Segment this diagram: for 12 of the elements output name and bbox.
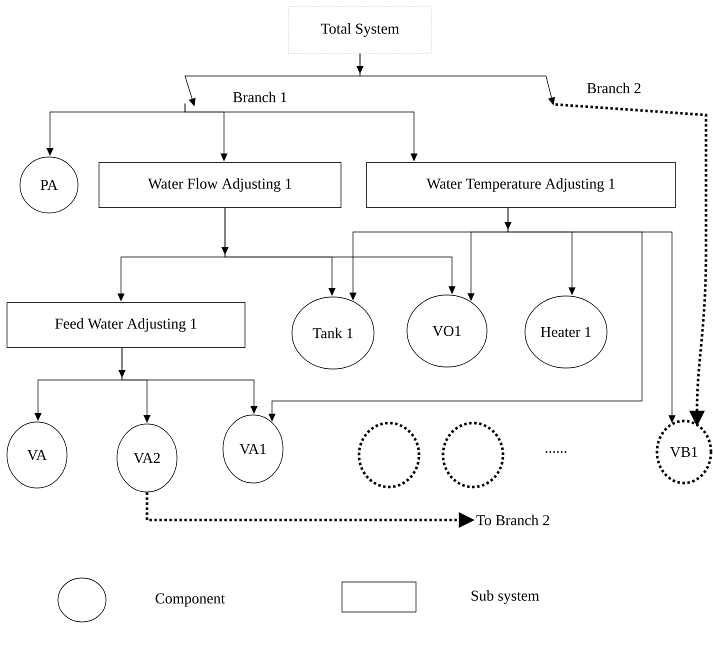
ellipsis: ...... (546, 451, 566, 453)
process-box: Water Flow Adjusting 1 (98, 162, 342, 208)
placeholder-circle (358, 422, 420, 488)
legend-entry: Component (58, 578, 225, 622)
placeholder-circle (442, 422, 504, 488)
legend-entry: Sub system (342, 582, 540, 612)
branch-label: Branch 1 (233, 92, 286, 102)
process-box: Water Temperature Adjusting 1 (366, 162, 676, 208)
system-box: Total System (288, 6, 432, 54)
target-label: To Branch 2 (476, 514, 550, 526)
branch-label: Branch 2 (587, 82, 640, 94)
process-box: Feed Water Adjusting 1 (6, 302, 246, 348)
